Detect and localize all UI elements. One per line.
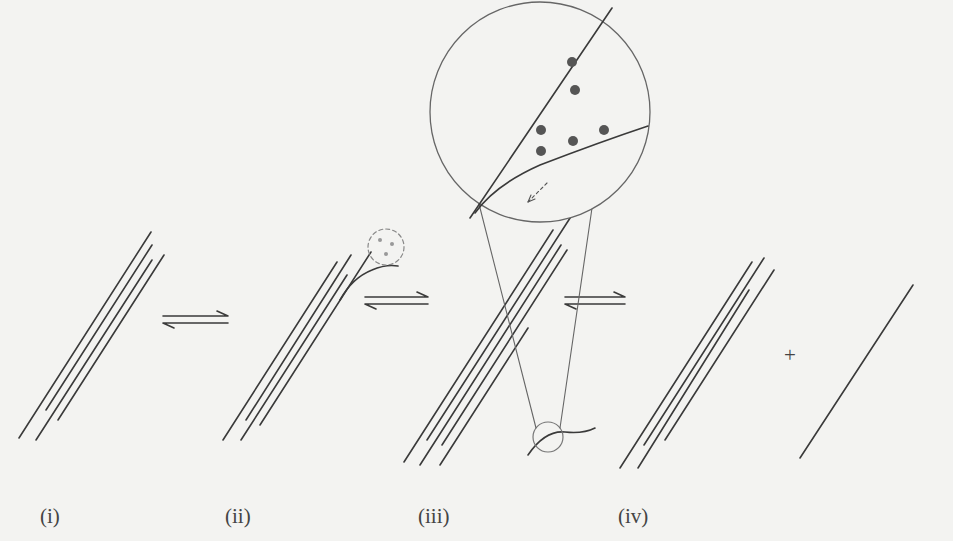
detail-circle [368,229,404,265]
stage-label: (iv) [618,506,648,527]
free-strand [800,285,913,458]
stage-label: (i) [40,506,60,527]
inset-strands [470,8,648,218]
detail-circle [533,422,563,452]
plus-sign: + [784,345,796,366]
stage-label: (iii) [418,506,450,527]
dashed-arrow [528,183,547,202]
fibril-bundle [404,215,595,465]
monomer-dots [378,238,394,256]
magnified-inset [430,2,650,222]
fibril-bundle [223,252,398,440]
fibril-bundle [19,232,164,440]
monomer-dots [536,57,609,156]
equilibrium-arrows [163,292,625,328]
fibril-bundle [620,258,774,468]
stage-label: (ii) [225,506,251,527]
zoom-lines [478,200,592,428]
